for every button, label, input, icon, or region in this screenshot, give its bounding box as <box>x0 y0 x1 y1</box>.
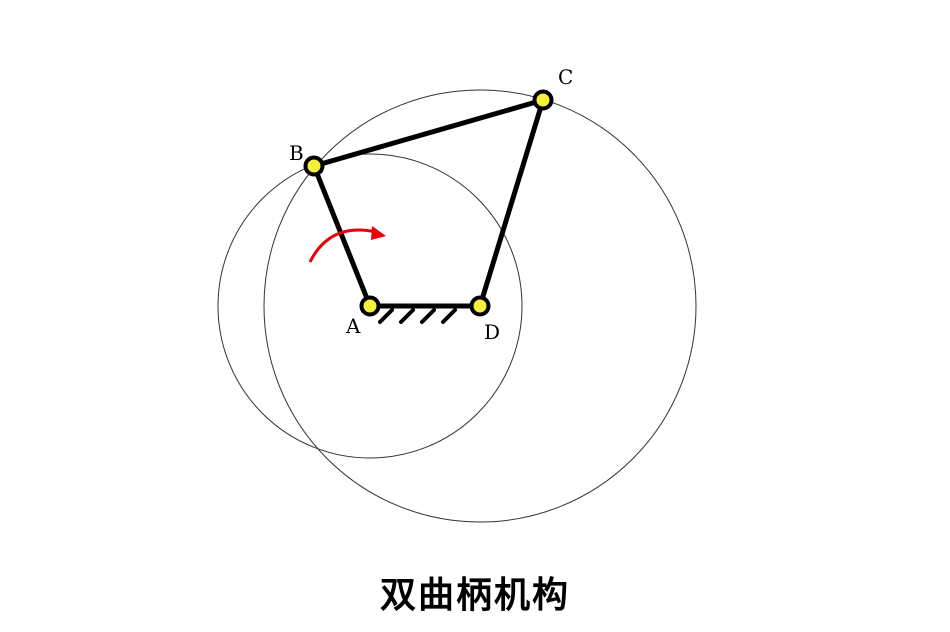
point-label-D: D <box>484 320 501 344</box>
point-label-A: A <box>346 314 361 338</box>
rotation-arrow-icon <box>308 226 386 263</box>
diagram-title: 双曲柄机构 <box>379 575 570 616</box>
point-label-B: B <box>289 141 304 165</box>
crank-path-circle <box>217 153 523 459</box>
linkage <box>311 97 546 309</box>
joint-B <box>303 155 325 177</box>
follower-path-circle <box>263 89 697 523</box>
link-DC-crank <box>477 97 546 309</box>
joint-A <box>359 295 381 317</box>
ground-hatch <box>378 308 457 324</box>
joint-D <box>469 295 491 317</box>
point-label-C: C <box>558 65 574 89</box>
link-BC-coupler <box>311 97 546 169</box>
link-AB-crank <box>311 163 373 309</box>
joint-C <box>532 89 554 111</box>
